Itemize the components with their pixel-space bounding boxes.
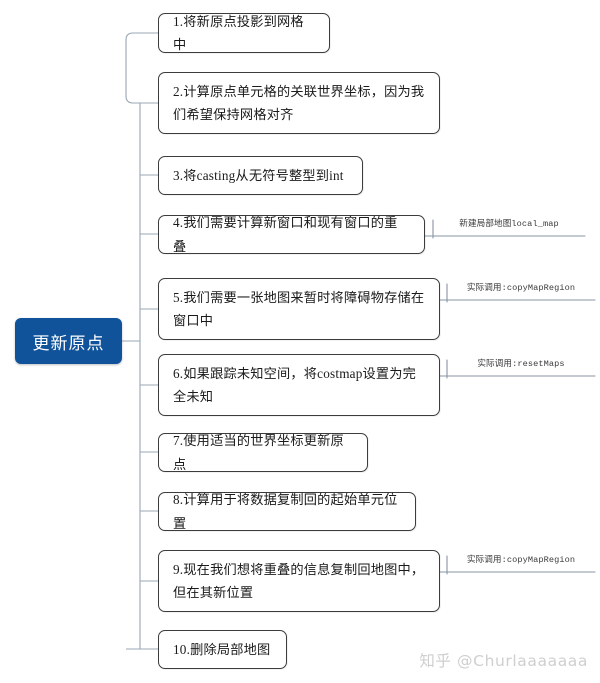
topic-label-10: 10.删除局部地图 <box>173 641 271 657</box>
root-node-label: 更新原点 <box>32 333 105 353</box>
annotation-9: 实际调用:copyMapRegion <box>466 555 576 565</box>
topic-label-8: 8.计算用于将数据复制回的起始单元位置 <box>173 492 398 531</box>
topic-box-1[interactable]: 1.将新原点投影到网格中 <box>158 13 330 53</box>
topic-label-1: 1.将新原点投影到网格中 <box>173 13 304 52</box>
topic-label-4: 4.我们需要计算新窗口和现有窗口的重叠 <box>173 215 398 254</box>
topic-label-9: 9.现在我们想将重叠的信息复制回地图中，但在其新位置 <box>173 561 425 600</box>
topic-box-5[interactable]: 5.我们需要一张地图来暂时将障碍物存储在窗口中 <box>158 278 440 340</box>
branch-1 <box>125 32 159 104</box>
topic-label-5: 5.我们需要一张地图来暂时将障碍物存储在窗口中 <box>173 289 425 328</box>
topic-box-9[interactable]: 9.现在我们想将重叠的信息复制回地图中，但在其新位置 <box>158 550 440 612</box>
topic-label-6: 6.如果跟踪未知空间，将costmap设置为完全未知 <box>173 365 417 404</box>
annotation-6: 实际调用:resetMaps <box>477 359 565 369</box>
root-node[interactable]: 更新原点 <box>15 318 122 364</box>
topic-box-8[interactable]: 8.计算用于将数据复制回的起始单元位置 <box>158 492 416 531</box>
topic-box-3[interactable]: 3.将casting从无符号整型到int <box>158 156 363 195</box>
topic-box-4[interactable]: 4.我们需要计算新窗口和现有窗口的重叠 <box>158 215 425 254</box>
topic-box-7[interactable]: 7.使用适当的世界坐标更新原点 <box>158 433 368 472</box>
topic-label-2: 2.计算原点单元格的关联世界坐标，因为我们希望保持网格对齐 <box>173 83 425 122</box>
annotation-4: 新建局部地图local_map <box>459 219 559 229</box>
topic-box-6[interactable]: 6.如果跟踪未知空间，将costmap设置为完全未知 <box>158 354 440 416</box>
topic-box-10[interactable]: 10.删除局部地图 <box>158 630 287 669</box>
topic-label-3: 3.将casting从无符号整型到int <box>173 167 344 183</box>
topic-label-7: 7.使用适当的世界坐标更新原点 <box>173 433 344 472</box>
topic-box-2[interactable]: 2.计算原点单元格的关联世界坐标，因为我们希望保持网格对齐 <box>158 72 440 134</box>
annotation-5: 实际调用:copyMapRegion <box>466 283 576 293</box>
watermark: 知乎 @Churlaaaaaaa <box>419 652 588 670</box>
